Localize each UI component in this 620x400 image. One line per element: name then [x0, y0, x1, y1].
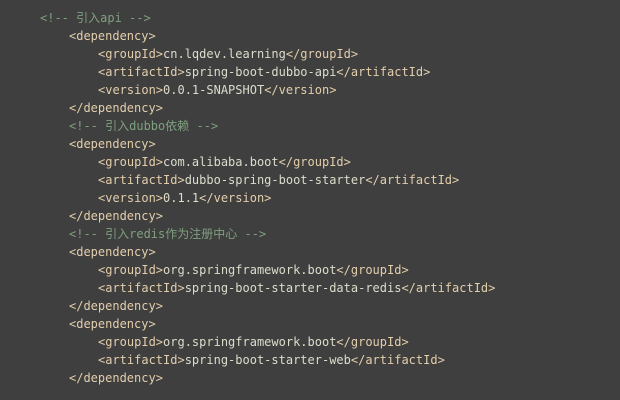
code-line: <artifactId>spring-boot-starter-web</art…	[0, 351, 620, 369]
xml-close-tag: </dependency>	[69, 299, 163, 313]
code-line: <groupId>org.springframework.boot</group…	[0, 261, 620, 279]
code-line: <dependency>	[0, 27, 620, 45]
xml-close-tag: </version>	[199, 191, 272, 205]
code-line: <!-- 引入api -->	[0, 9, 620, 27]
code-line: </dependency>	[0, 99, 620, 117]
code-line: <artifactId>dubbo-spring-boot-starter</a…	[0, 171, 620, 189]
xml-close-tag: </artifactId>	[350, 353, 445, 367]
code-line: <dependency>	[0, 315, 620, 333]
xml-close-tag: </dependency>	[69, 371, 163, 385]
xml-value: 0.1.1	[163, 191, 200, 205]
xml-value: spring-boot-starter-data-redis	[184, 281, 402, 295]
xml-open-tag: <artifactId>	[98, 173, 185, 187]
xml-close-tag: </groupId>	[278, 155, 351, 169]
xml-open-tag: <dependency>	[69, 245, 156, 259]
xml-comment: <!-- 引入dubbo依赖 -->	[69, 119, 219, 133]
xml-open-tag: <groupId>	[98, 47, 164, 61]
code-line: <artifactId>spring-boot-starter-data-red…	[0, 279, 620, 297]
xml-value: org.springframework.boot	[163, 335, 337, 349]
xml-comment: <!-- 引入redis作为注册中心 -->	[69, 227, 267, 241]
code-line: </dependency>	[0, 369, 620, 387]
xml-close-tag: </artifactId>	[365, 173, 460, 187]
xml-comment: <!-- 引入api -->	[40, 11, 151, 25]
code-line: </dependency>	[0, 207, 620, 225]
xml-open-tag: <groupId>	[98, 155, 164, 169]
xml-close-tag: </version>	[264, 83, 337, 97]
code-line: <groupId>cn.lqdev.learning</groupId>	[0, 45, 620, 63]
xml-open-tag: <dependency>	[69, 317, 156, 331]
xml-close-tag: </dependency>	[69, 101, 163, 115]
xml-open-tag: <dependency>	[69, 137, 156, 151]
code-line: <version>0.1.1</version>	[0, 189, 620, 207]
code-line: <groupId>com.alibaba.boot</groupId>	[0, 153, 620, 171]
xml-open-tag: <artifactId>	[98, 353, 185, 367]
xml-close-tag: </groupId>	[336, 335, 409, 349]
code-line: <!-- 引入dubbo依赖 -->	[0, 117, 620, 135]
xml-open-tag: <groupId>	[98, 335, 164, 349]
xml-close-tag: </artifactId>	[401, 281, 496, 295]
code-line: <artifactId>spring-boot-dubbo-api</artif…	[0, 63, 620, 81]
xml-close-tag: </groupId>	[336, 263, 409, 277]
xml-value: spring-boot-starter-web	[184, 353, 351, 367]
code-line: </dependency>	[0, 297, 620, 315]
xml-close-tag: </dependency>	[69, 209, 163, 223]
xml-value: spring-boot-dubbo-api	[184, 65, 337, 79]
code-line: <!-- 引入redis作为注册中心 -->	[0, 225, 620, 243]
xml-close-tag: </groupId>	[285, 47, 359, 61]
code-line: <dependency>	[0, 135, 620, 153]
xml-open-tag: <dependency>	[69, 29, 156, 43]
code-line: <groupId>org.springframework.boot</group…	[0, 333, 620, 351]
xml-open-tag: <artifactId>	[98, 281, 185, 295]
xml-close-tag: </artifactId>	[336, 65, 431, 79]
xml-open-tag: <version>	[98, 191, 164, 205]
xml-value: com.alibaba.boot	[163, 155, 279, 169]
xml-open-tag: <version>	[98, 83, 164, 97]
code-line: <dependency>	[0, 243, 620, 261]
xml-open-tag: <artifactId>	[98, 65, 185, 79]
xml-value: cn.lqdev.learning	[163, 47, 286, 61]
xml-value: 0.0.1-SNAPSHOT	[163, 83, 265, 97]
xml-value: dubbo-spring-boot-starter	[184, 173, 366, 187]
xml-open-tag: <groupId>	[98, 263, 164, 277]
xml-value: org.springframework.boot	[163, 263, 337, 277]
code-line: <version>0.0.1-SNAPSHOT</version>	[0, 81, 620, 99]
